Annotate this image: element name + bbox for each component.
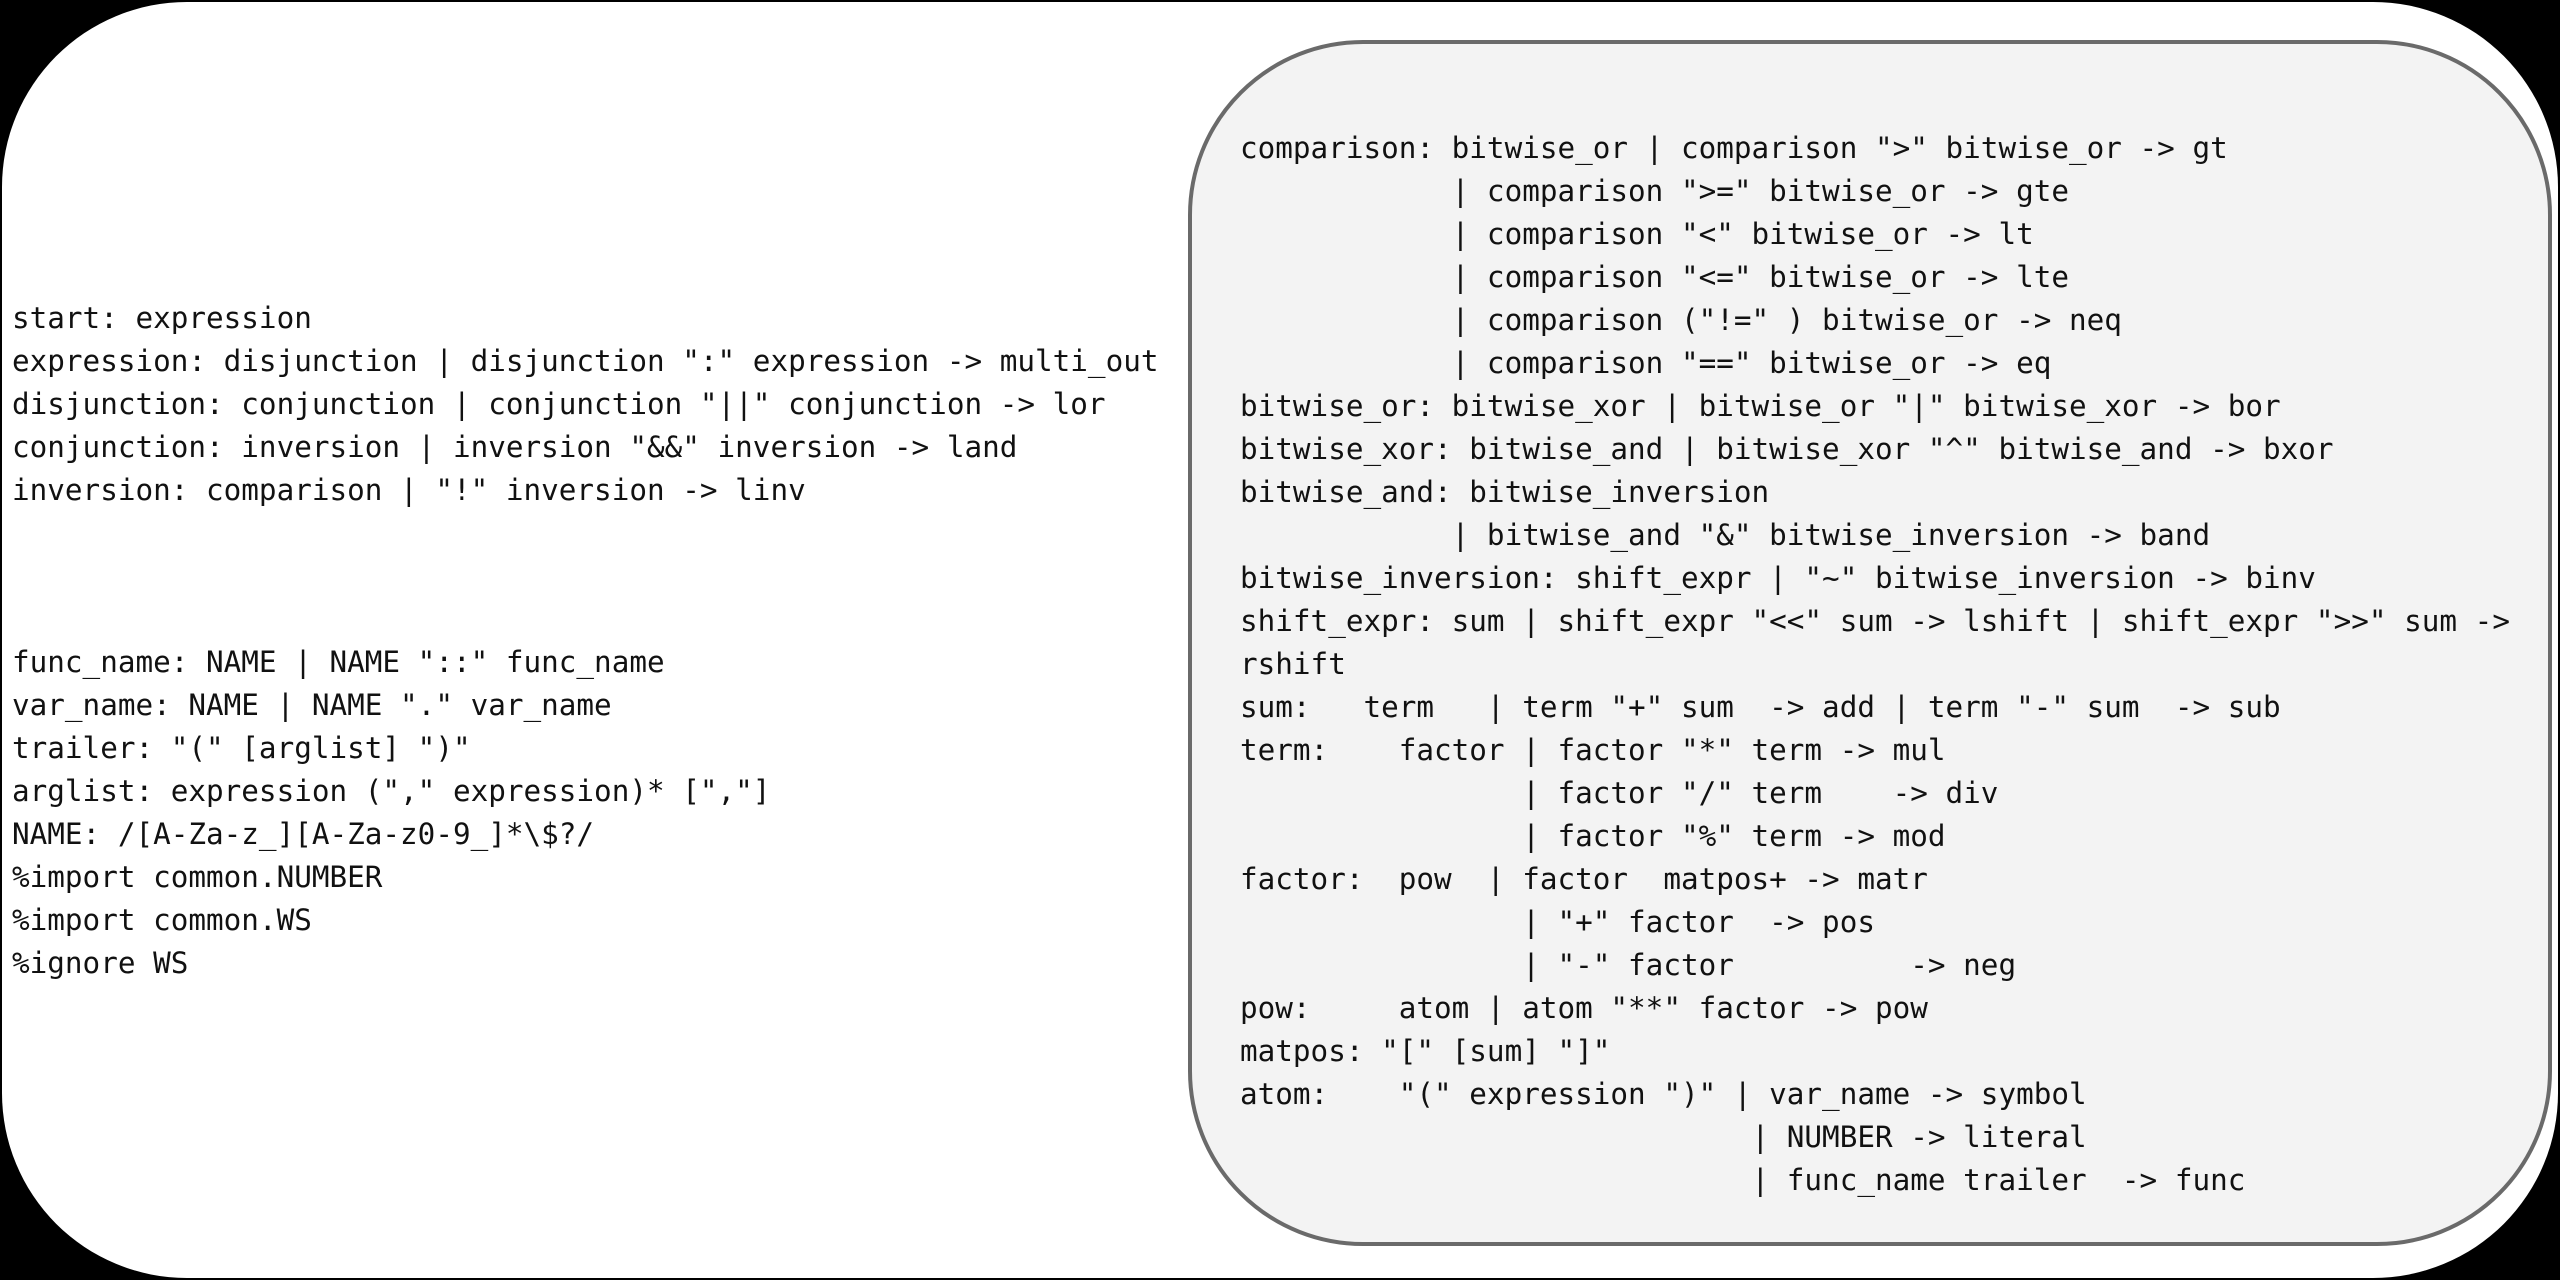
panel-grammar-text: comparison: bitwise_or | comparison ">" … [1240,131,2510,1197]
grammar-panel: comparison: bitwise_or | comparison ">" … [1188,40,2552,1246]
left-grammar-text: start: expression expression: disjunctio… [12,301,1159,980]
